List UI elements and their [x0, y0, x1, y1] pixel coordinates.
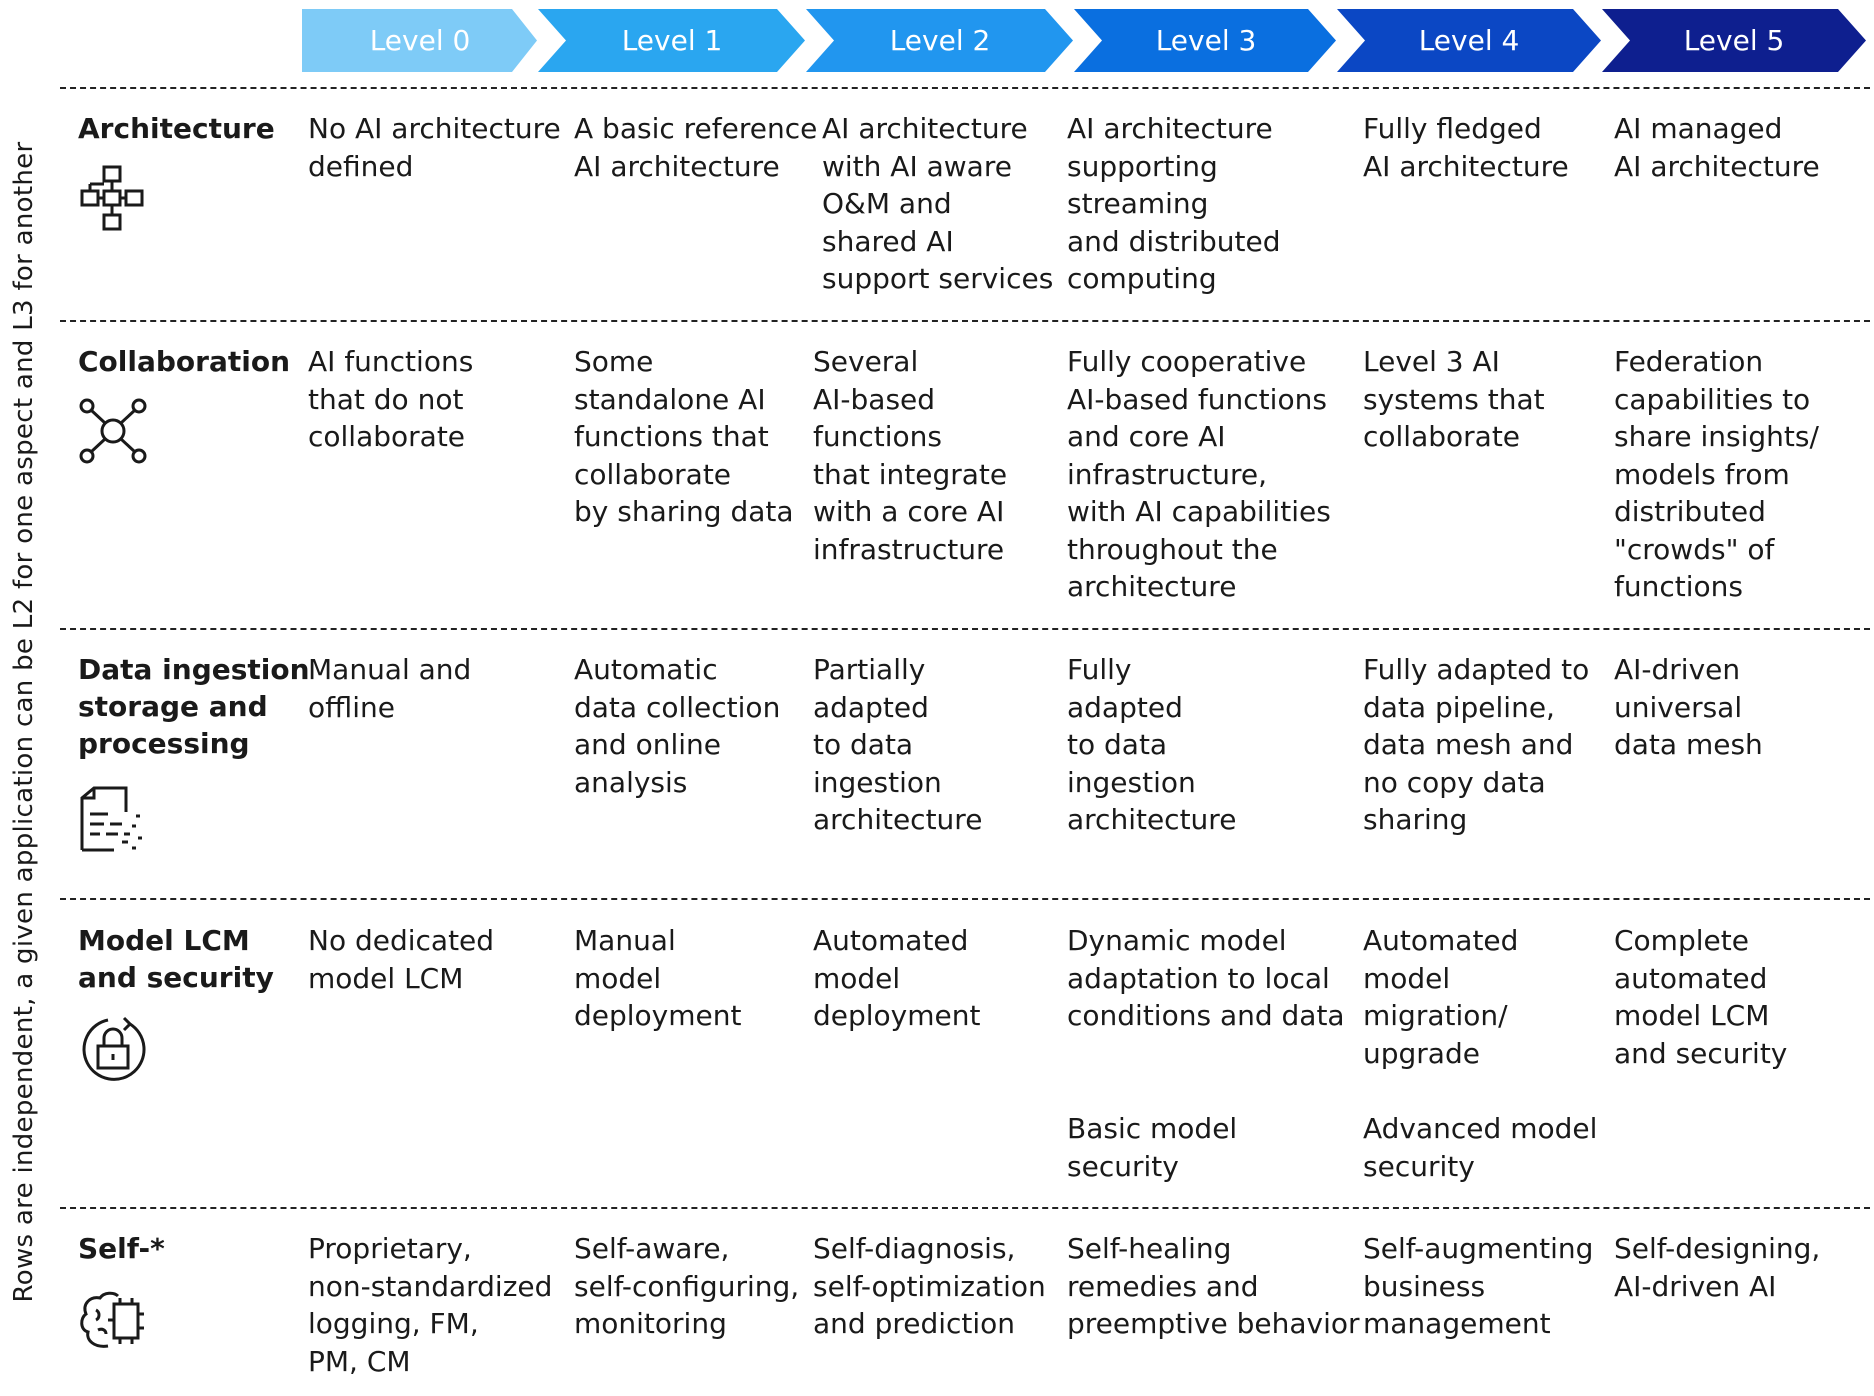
cell-self-level-3: Self-healing remedies and preemptive beh…	[1067, 1232, 1360, 1340]
cell-model-lcm-level-1: Manual model deployment	[574, 924, 742, 1032]
cell-architecture-level-1: A basic reference AI architecture	[574, 112, 818, 183]
cell-model-lcm-level-2: Automated model deployment	[813, 924, 981, 1032]
cell-architecture-level-5: AI managed AI architecture	[1614, 112, 1820, 183]
brain-chip-icon	[78, 1290, 148, 1354]
cell-model-lcm-level-5: Complete automated model LCM and securit…	[1614, 924, 1788, 1070]
level-0-chevron	[302, 9, 537, 72]
level-2-label: Level 2	[889, 24, 991, 57]
row-label-data-ingestion: Data ingestion storage and processing	[78, 653, 310, 760]
level-1-label: Level 1	[621, 24, 723, 57]
cell-self-level-1: Self-aware, self-configuring, monitoring	[574, 1232, 800, 1340]
cell-data-ingestion-level-1: Automatic data collection and online ana…	[574, 653, 781, 799]
cell-model-security-level-4: Advanced model security	[1363, 1112, 1598, 1183]
cell-data-ingestion-level-0: Manual and offline	[308, 653, 472, 724]
cell-data-ingestion-level-5: AI-driven universal data mesh	[1614, 653, 1763, 761]
row-label-self: Self-*	[78, 1232, 165, 1265]
lock-refresh-icon	[78, 1016, 148, 1086]
level-0-label: Level 0	[369, 24, 471, 57]
cell-architecture-level-2: AI architecture with AI aware O&M and sh…	[822, 112, 1054, 295]
data-document-icon	[78, 786, 148, 856]
level-3-label: Level 3	[1155, 24, 1257, 57]
level-header: Level 0 Level 1 Level 2 Level 3 Level 4 …	[0, 0, 1874, 80]
row-label-collaboration: Collaboration	[78, 345, 291, 378]
architecture-icon	[78, 164, 148, 238]
level-1-chevron	[538, 9, 805, 72]
level-5-label: Level 5	[1683, 24, 1785, 57]
row-divider	[60, 628, 1870, 630]
cell-architecture-level-3: AI architecture supporting streaming and…	[1067, 112, 1281, 295]
row-divider	[60, 320, 1870, 322]
cell-model-security-level-3: Basic model security	[1067, 1112, 1238, 1183]
cell-collaboration-level-2: Several AI-based functions that integrat…	[813, 345, 1008, 566]
cell-data-ingestion-level-2: Partially adapted to data ingestion arch…	[813, 653, 983, 836]
collaboration-network-icon	[78, 398, 148, 468]
cell-self-level-0: Proprietary, non-standardized logging, F…	[308, 1232, 553, 1378]
cell-data-ingestion-level-4: Fully adapted to data pipeline, data mes…	[1363, 653, 1590, 836]
cell-collaboration-level-4: Level 3 AI systems that collaborate	[1363, 345, 1545, 453]
cell-collaboration-level-0: AI functions that do not collaborate	[308, 345, 474, 453]
level-3-chevron	[1074, 9, 1336, 72]
level-5-chevron	[1602, 9, 1866, 72]
cell-collaboration-level-5: Federation capabilities to share insight…	[1614, 345, 1819, 603]
level-4-chevron	[1337, 9, 1601, 72]
level-chevrons	[302, 9, 1866, 72]
row-divider	[60, 898, 1870, 900]
cell-architecture-level-0: No AI architecture defined	[308, 112, 561, 183]
cell-collaboration-level-3: Fully cooperative AI-based functions and…	[1067, 345, 1331, 603]
cell-self-level-4: Self-augmenting business management	[1363, 1232, 1594, 1340]
cell-architecture-level-4: Fully fledged AI architecture	[1363, 112, 1569, 183]
cell-model-lcm-level-4: Automated model migration/ upgrade	[1363, 924, 1519, 1070]
cell-model-lcm-level-3: Dynamic model adaptation to local condit…	[1067, 924, 1345, 1032]
level-4-label: Level 4	[1418, 24, 1520, 57]
row-label-model-lcm: Model LCM and security	[78, 924, 274, 994]
cell-self-level-5: Self-designing, AI-driven AI	[1614, 1232, 1821, 1303]
row-label-architecture: Architecture	[78, 112, 275, 145]
side-note-container: Rows are independent, a given applicatio…	[2, 92, 46, 1352]
level-2-chevron	[806, 9, 1073, 72]
row-divider	[60, 87, 1870, 89]
cell-model-lcm-level-0: No dedicated model LCM	[308, 924, 495, 995]
cell-data-ingestion-level-3: Fully adapted to data ingestion architec…	[1067, 653, 1237, 836]
row-divider	[60, 1207, 1870, 1209]
side-note: Rows are independent, a given applicatio…	[9, 141, 39, 1303]
cell-self-level-2: Self-diagnosis, self-optimization and pr…	[813, 1232, 1046, 1340]
cell-collaboration-level-1: Some standalone AI functions that collab…	[574, 345, 794, 528]
